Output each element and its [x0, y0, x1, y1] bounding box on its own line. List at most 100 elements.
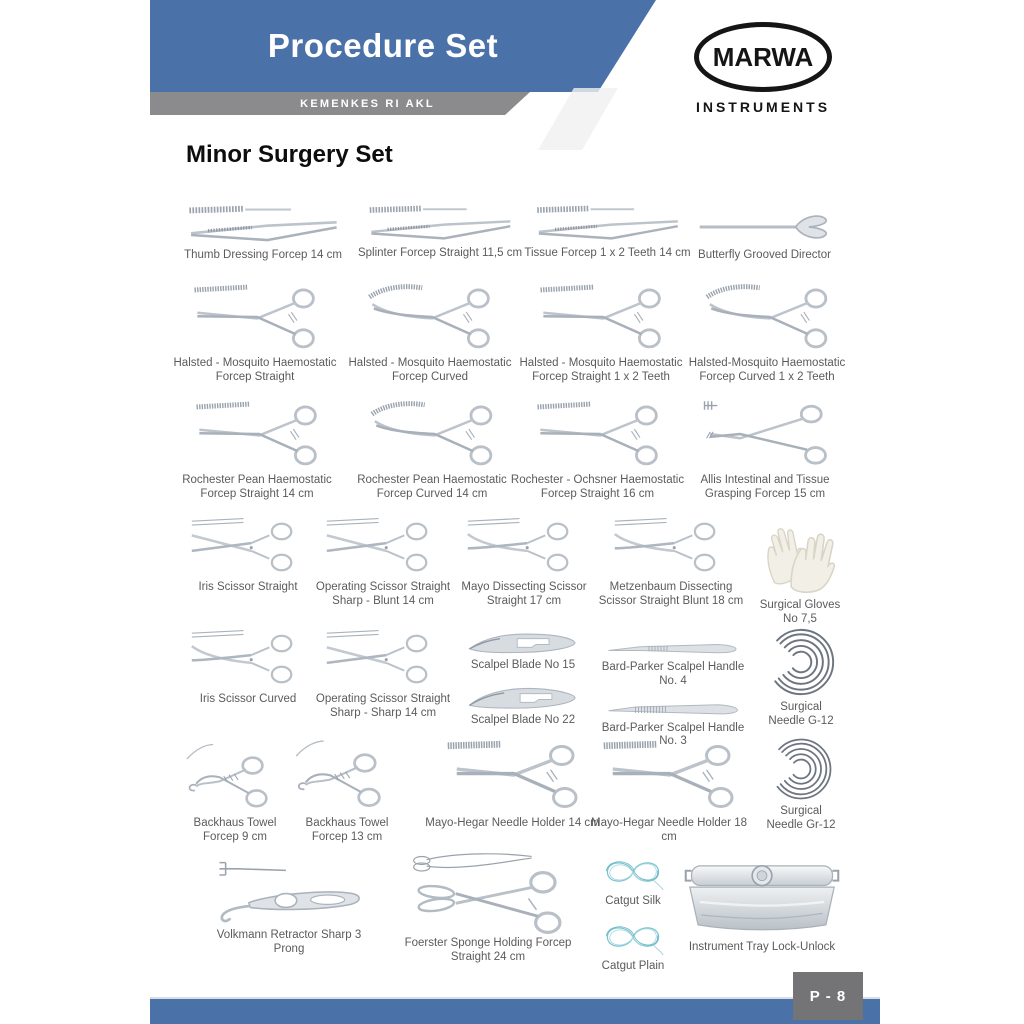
metzenbaum-scissor-image	[597, 516, 745, 578]
instrument-card: Rochester - Ochsner Haemostatic Forcep S…	[505, 397, 690, 502]
instrument-label: Halsted - Mosquito Haemostatic Forcep St…	[519, 357, 683, 383]
instrument-card: Backhaus Towel Forcep 13 cm	[290, 734, 404, 845]
mayo-scissor-image	[449, 516, 599, 578]
tissue-forcep-image	[520, 202, 695, 244]
instrument-card-stack: Bard-Parker Scalpel Handle No. 4 Bard-Pa…	[592, 640, 754, 749]
instrument-card: Butterfly Grooved Director	[682, 208, 847, 263]
instrument-label: Catgut Plain	[601, 959, 665, 972]
instrument-label: Catgut Silk	[605, 895, 661, 907]
instrument-card: Allis Intestinal and Tissue Grasping For…	[676, 397, 854, 502]
instrument-label: Halsted-Mosquito Haemostatic Forcep Curv…	[688, 357, 846, 383]
instrument-card: Surgical Gloves No 7,5	[752, 512, 848, 627]
mayo-hegar-14-image	[428, 736, 598, 814]
instrument-label: Butterfly Grooved Director	[698, 249, 831, 261]
instrument-label: Iris Scissor Curved	[199, 693, 297, 705]
brand-logo: MARWA INSTRUMENTS	[688, 22, 838, 115]
instrument-label: Volkmann Retractor Sharp 3 Prong	[216, 929, 362, 955]
instrument-card: Mayo-Hegar Needle Holder 14 cm	[425, 736, 600, 831]
instrument-card: Foerster Sponge Holding Forcep Straight …	[392, 850, 584, 965]
splinter-forcep-image	[355, 202, 525, 244]
instrument-label: Scalpel Blade No 15	[470, 659, 576, 671]
instrument-label: Instrument Tray Lock-Unlock	[688, 941, 836, 953]
instrument-card: Tissue Forcep 1 x 2 Teeth 14 cm	[515, 202, 700, 261]
certification-label: KEMENKES RI AKL	[300, 97, 435, 110]
instrument-card-stack: Catgut Silk Catgut Plain	[594, 852, 672, 974]
instrument-label: Operating Scissor Straight Sharp - Sharp…	[315, 693, 451, 719]
iris-scissor-curved-image	[174, 628, 322, 690]
instrument-label: Foerster Sponge Holding Forcep Straight …	[404, 937, 572, 963]
instrument-label: Mayo-Hegar Needle Holder 18 cm	[591, 817, 747, 843]
instrument-label: Splinter Forcep Straight 11,5 cm	[357, 247, 523, 259]
backhaus-forcep-9-image	[183, 738, 288, 814]
instrument-card: Halsted-Mosquito Haemostatic Forcep Curv…	[686, 280, 848, 385]
instrument-label: Halsted - Mosquito Haemostatic Forcep St…	[173, 357, 337, 383]
instrument-label: Allis Intestinal and Tissue Grasping For…	[700, 474, 830, 500]
instrument-label: Rochester Pean Haemostatic Forcep Straig…	[182, 474, 332, 500]
instrument-label: Bard-Parker Scalpel Handle No. 3	[601, 721, 745, 748]
foerster-forcep-image	[394, 850, 582, 934]
surgical-gloves-image	[757, 512, 843, 596]
section-title: Minor Surgery Set	[186, 141, 393, 168]
instrument-card: Operating Scissor Straight Sharp - Blunt…	[312, 516, 454, 609]
grooved-director-image	[690, 208, 840, 246]
scalpel-blade-22-image	[453, 685, 593, 711]
instrument-card: Rochester Pean Haemostatic Forcep Straig…	[166, 397, 348, 502]
rochester-ochsner-image	[512, 397, 684, 471]
footer-bar	[150, 997, 880, 1024]
instrument-card: Iris Scissor Straight	[172, 516, 324, 595]
scalpel-blade-15-image	[453, 630, 593, 656]
instrument-card: Halsted - Mosquito Haemostatic Forcep St…	[512, 280, 690, 385]
brand-tagline: INSTRUMENTS	[695, 99, 831, 115]
instrument-label: Iris Scissor Straight	[198, 581, 298, 593]
mayo-hegar-18-image	[593, 736, 745, 814]
instrument-card: Mayo Dissecting Scissor Straight 17 cm	[448, 516, 600, 609]
page-title: Procedure Set	[267, 27, 499, 64]
scalpel-handle-4-image	[594, 640, 752, 658]
instrument-label: Scalpel Blade No 22	[470, 713, 576, 726]
instrument-label: Backhaus Towel Forcep 9 cm	[193, 817, 277, 843]
catgut-plain-image	[597, 917, 669, 957]
page-number-tab: P - 8	[793, 972, 863, 1020]
instrument-card: Mayo-Hegar Needle Holder 18 cm	[590, 736, 748, 845]
instrument-card: Surgical Needle Gr-12	[756, 736, 846, 833]
banner-diagonal-ribbon	[538, 88, 618, 150]
instrument-label: Surgical Gloves No 7,5	[759, 599, 841, 625]
instrument-card: Backhaus Towel Forcep 9 cm	[180, 738, 290, 845]
instrument-card: Rochester Pean Haemostatic Forcep Curved…	[346, 397, 518, 502]
surgical-needles-image	[762, 736, 840, 802]
instrument-label: Tissue Forcep 1 x 2 Teeth 14 cm	[524, 247, 691, 259]
instrument-label: Thumb Dressing Forcep 14 cm	[184, 249, 342, 261]
instrument-tray-image	[678, 856, 846, 938]
instrument-card: Splinter Forcep Straight 11,5 cm	[350, 202, 530, 261]
instrument-label: Rochester - Ochsner Haemostatic Forcep S…	[510, 474, 685, 500]
instrument-card-stack: Scalpel Blade No 15 Scalpel Blade No 22	[448, 630, 598, 728]
thumb-dressing-forcep-image	[172, 202, 354, 246]
instrument-card: Instrument Tray Lock-Unlock	[676, 856, 848, 955]
mosquito-forcep-curved-image	[350, 280, 510, 354]
instrument-label: Mayo Dissecting Scissor Straight 17 cm	[461, 581, 587, 607]
allis-forcep-image	[681, 397, 849, 471]
instrument-card: Volkmann Retractor Sharp 3 Prong	[200, 858, 378, 957]
surgical-needles-image	[762, 626, 840, 698]
mosquito-forcep-straight-image	[175, 280, 335, 354]
rochester-pean-straight-image	[172, 397, 342, 471]
catgut-silk-image	[597, 852, 669, 892]
instrument-card: Halsted - Mosquito Haemostatic Forcep St…	[170, 280, 340, 385]
instrument-label: Halsted - Mosquito Haemostatic Forcep Cu…	[348, 357, 512, 383]
mosquito-forcep-teeth-straight-image	[520, 280, 682, 354]
operating-scissor-sharp-sharp-image	[313, 628, 453, 690]
instrument-label: Operating Scissor Straight Sharp - Blunt…	[315, 581, 451, 607]
instrument-label: Bard-Parker Scalpel Handle No. 4	[601, 661, 745, 687]
header-banner: Procedure Set	[150, 0, 656, 92]
instrument-card: Halsted - Mosquito Haemostatic Forcep Cu…	[345, 280, 515, 385]
brand-name: MARWA	[712, 41, 814, 72]
instrument-label: Surgical Needle G-12	[768, 701, 834, 727]
instrument-label: Rochester Pean Haemostatic Forcep Curved…	[357, 474, 507, 500]
instrument-card: Metzenbaum Dissecting Scissor Straight B…	[596, 516, 746, 609]
instrument-label: Metzenbaum Dissecting Scissor Straight B…	[598, 581, 744, 607]
certification-badge: KEMENKES RI AKL	[150, 92, 530, 115]
brand-logo-oval: MARWA	[694, 22, 832, 92]
backhaus-forcep-13-image	[292, 734, 402, 814]
instrument-card: Surgical Needle G-12	[756, 626, 846, 729]
